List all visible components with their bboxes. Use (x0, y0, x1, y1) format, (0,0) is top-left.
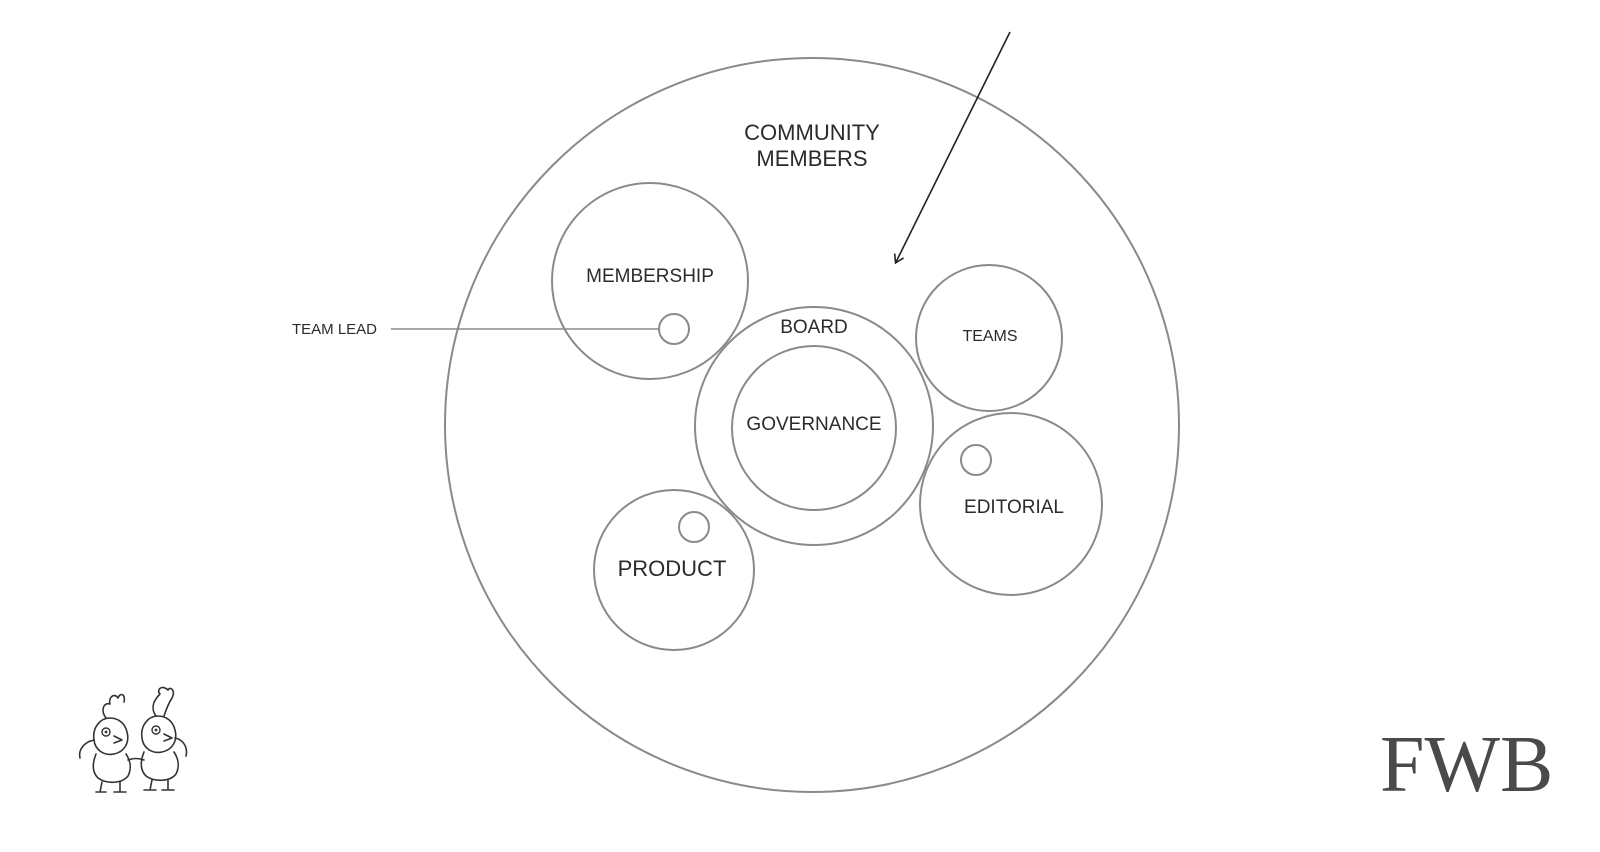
editorial-circle (919, 412, 1103, 596)
editorial-lead-marker (960, 444, 992, 476)
two-birds-mascot-icon (78, 686, 188, 793)
teams-label: TEAMS (962, 328, 1017, 345)
governance-circle (731, 345, 897, 511)
product-label: PRODUCT (618, 556, 727, 581)
membership-label: MEMBERSHIP (586, 266, 714, 287)
board-label: BOARD (780, 317, 848, 338)
board-circle (694, 306, 934, 546)
community-members-label-line1: COMMUNITY (744, 120, 880, 145)
governance-label: GOVERNANCE (746, 414, 881, 435)
community-members-circle (444, 57, 1180, 793)
product-circle (593, 489, 755, 651)
team-lead-marker (658, 313, 690, 345)
team-lead-label: TEAM LEAD (292, 321, 377, 338)
membership-circle (551, 182, 749, 380)
product-lead-marker (678, 511, 710, 543)
editorial-label: EDITORIAL (964, 497, 1064, 518)
pointer-arrow (893, 31, 1011, 265)
community-members-label-line2: MEMBERS (756, 146, 867, 171)
fwb-logo: FWB (1380, 721, 1553, 809)
teams-circle (915, 264, 1063, 412)
